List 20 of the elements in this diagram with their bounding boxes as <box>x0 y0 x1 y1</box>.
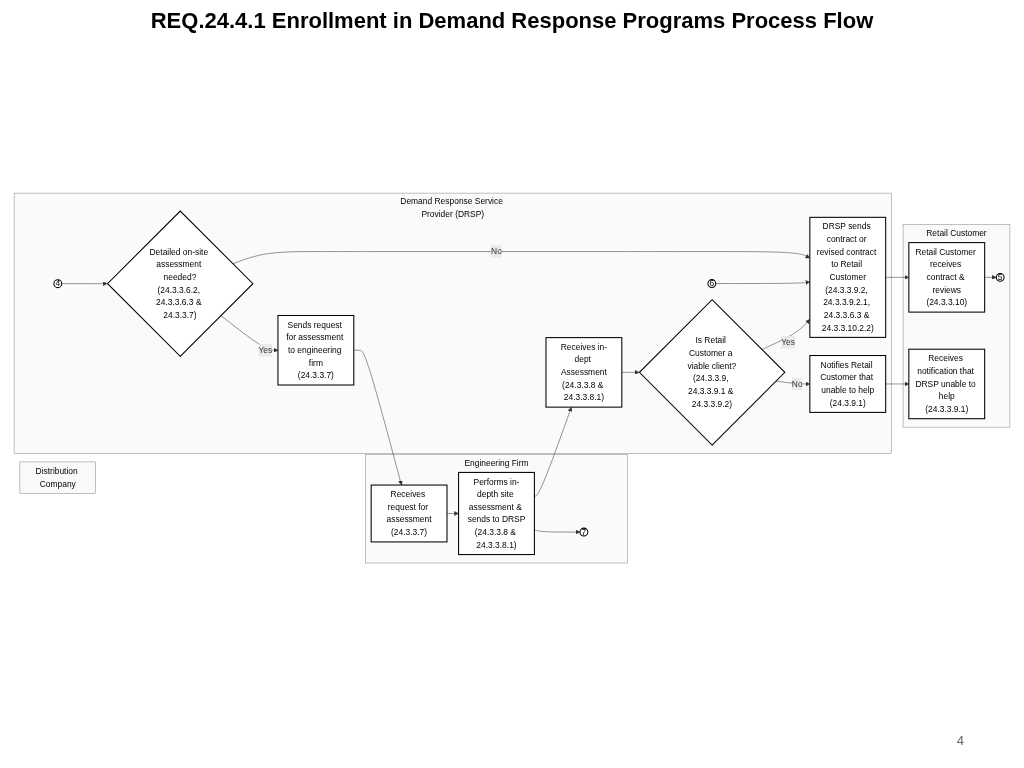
edge-label: No <box>791 379 803 389</box>
node-circle: 5 <box>995 272 1005 282</box>
node-box: Sends request for assessment to engineering firm (24.3.3.7) <box>277 314 355 386</box>
node-box: Receives notification that DRSP unable to help (24.3.3.9.1) <box>908 348 986 420</box>
node-diamond: Detailed on-site assessment needed? (24.3.3.6.2, 24.3.3.6.3 & 24.3.3.7) <box>106 210 254 358</box>
edge-label: Yes <box>781 337 795 347</box>
node-circle: 7 <box>579 527 589 537</box>
diagram-title: REQ.24.4.1 Enrollment in Demand Response Programs Process Flow <box>149 8 875 34</box>
edge-label: No <box>491 246 502 256</box>
node-box: Receives in-dept Assessment (24.3.3.8 & 24.3.3.8.1) <box>545 337 623 408</box>
node-box: Performs in-depth site assessment & sends to DRSP (24.3.3.8 & 24.3.3.8.1) <box>458 471 535 556</box>
node-circle: 4 <box>53 279 63 289</box>
node-box: Distribution Company <box>19 461 96 494</box>
node-circle: 6 <box>707 279 717 288</box>
edge-label: Yes <box>258 345 273 355</box>
page-number: 4 <box>956 733 964 748</box>
node-box: Notifies Retail Customer that unable to help (24.3.9.1) <box>809 354 887 413</box>
node-box: DRSP sends contract or revised contract to Retail Customer (24.3.3.9.2, 24.3.3.9.2.1, 24.3.3.6.3 & 24.3.3.10.2.2) <box>809 216 887 338</box>
node-box: Retail Customer receives contract & reviews (24.3.3.10) <box>908 242 986 313</box>
node-box: Receives request for assessment (24.3.3.7) <box>370 484 448 543</box>
